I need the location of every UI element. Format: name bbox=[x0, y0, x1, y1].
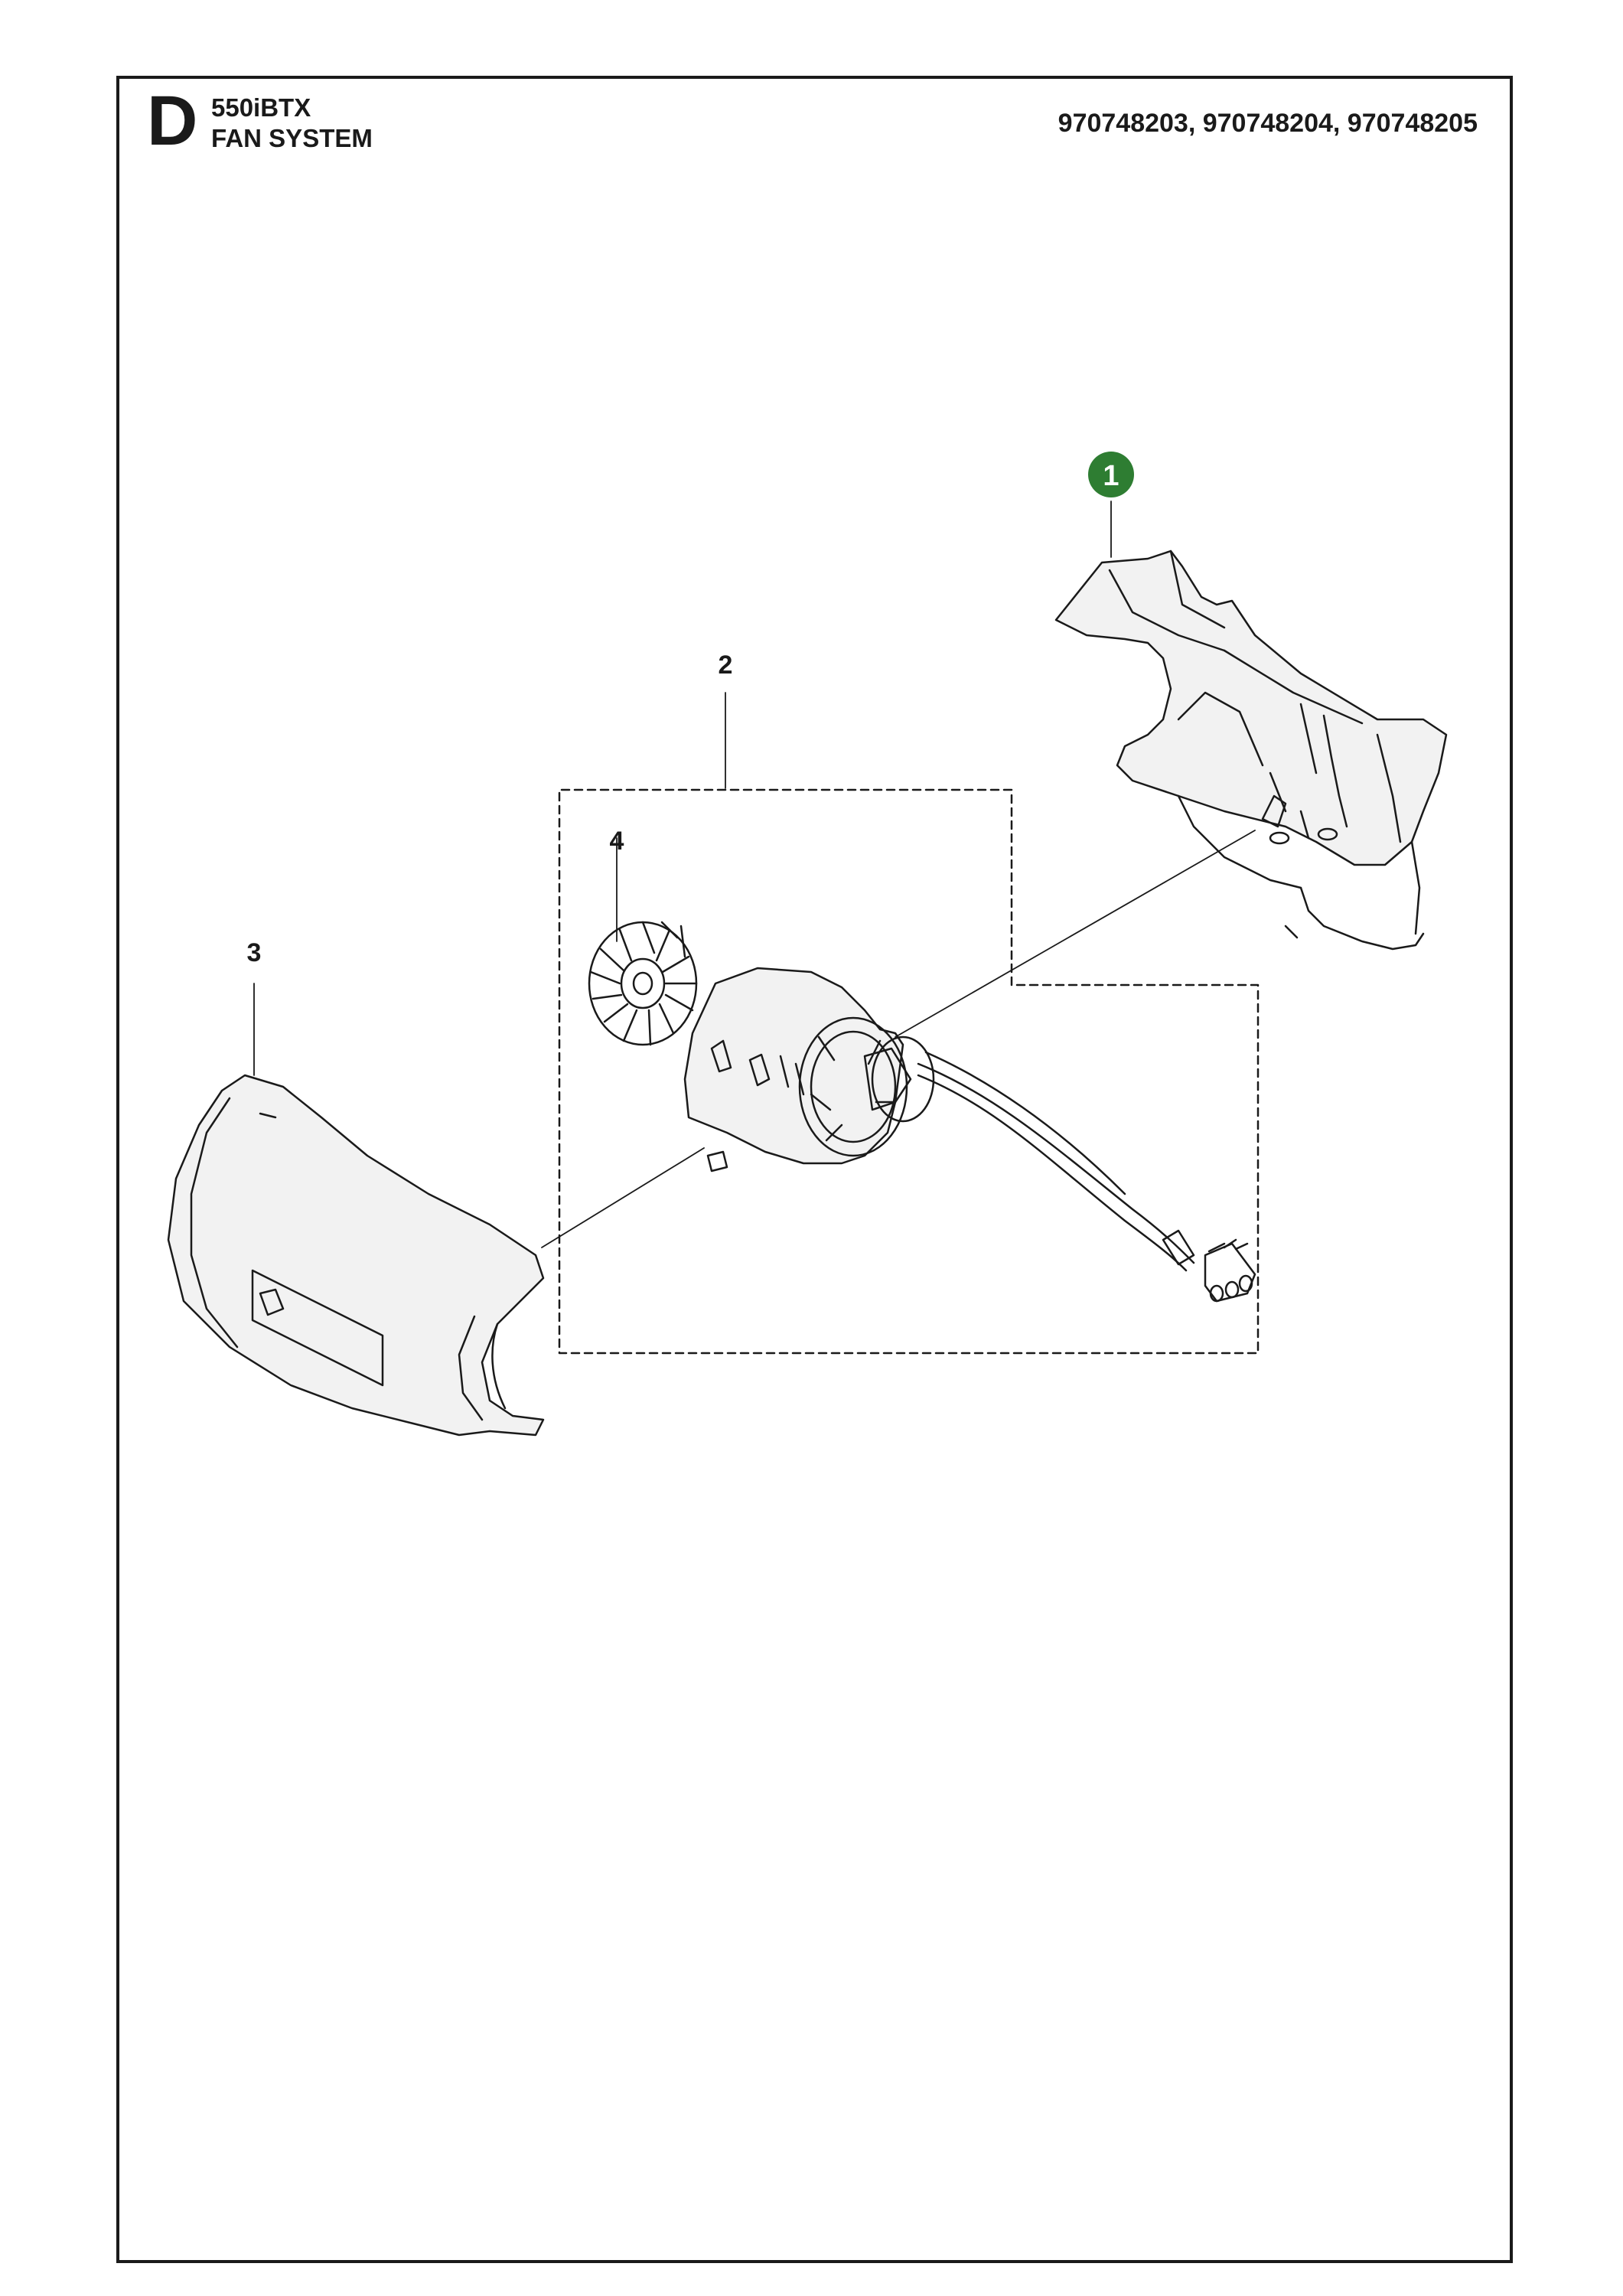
callout-label-3[interactable]: 3 bbox=[247, 938, 262, 967]
page-frame bbox=[116, 76, 1513, 2263]
section-letter: D bbox=[147, 82, 198, 160]
callout-label-4[interactable]: 4 bbox=[610, 827, 624, 856]
part-fan-impeller[interactable] bbox=[588, 921, 698, 1046]
assembly-group-box bbox=[558, 788, 1260, 1355]
page-title: FAN SYSTEM bbox=[211, 124, 373, 152]
callout-label-1: 1 bbox=[1103, 460, 1119, 492]
part-fan-housing[interactable] bbox=[1054, 550, 1448, 951]
leader-lines bbox=[253, 501, 1256, 1248]
callout-1[interactable]: 1 bbox=[1088, 452, 1134, 497]
part-motor-assembly[interactable] bbox=[683, 967, 1256, 1303]
part-numbers: 970748203, 970748204, 970748205 bbox=[1058, 109, 1478, 138]
part-rear-cover[interactable] bbox=[167, 1074, 545, 1437]
callout-label-2[interactable]: 2 bbox=[719, 651, 733, 680]
callout-badge-1 bbox=[1088, 452, 1134, 497]
model-name: 550iBTX bbox=[211, 93, 311, 122]
